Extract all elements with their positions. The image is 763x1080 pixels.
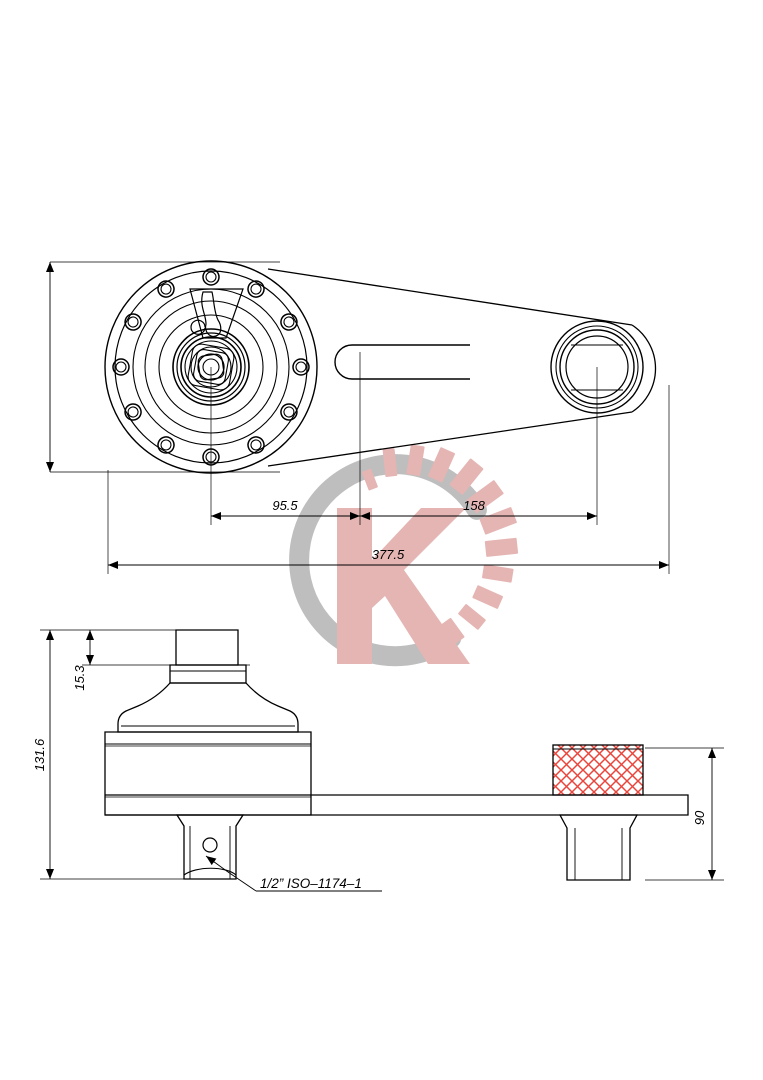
- watermark-letter-k: [337, 508, 470, 664]
- dim-131-6-label: 131.6: [32, 738, 47, 771]
- note-square-drive-label: 1/2” ISO–1174–1: [260, 876, 362, 891]
- dim-377-5: 377.5: [108, 547, 669, 569]
- plan-extension-lines: [50, 261, 670, 574]
- dim-95-5-label: 95.5: [272, 498, 298, 513]
- flange-bolt-circle: [112, 268, 310, 466]
- dim-15-3-label: 15.3: [72, 665, 87, 691]
- dim-90: 90: [692, 748, 716, 880]
- dim-131-6: 131.6: [32, 630, 54, 879]
- note-leader-line: [205, 855, 382, 892]
- watermark-k-logo: [289, 444, 519, 667]
- dim-15-3: 15.3: [72, 630, 94, 691]
- reaction-bar: [105, 794, 689, 816]
- hub-square-drive-detail: [187, 343, 235, 391]
- watermark-gray-arc: [289, 454, 487, 667]
- reversing-lever: [189, 288, 244, 339]
- knurled-knob: [552, 744, 644, 796]
- dim-95-5: 95.5: [211, 498, 360, 520]
- wrench-body-outline: [267, 268, 657, 467]
- output-socket-stub: [558, 814, 639, 881]
- square-drive-stub: [175, 814, 245, 880]
- dim-377-5-label: 377.5: [372, 547, 405, 562]
- arm-slot: [334, 344, 470, 380]
- note-square-drive: 1/2” ISO–1174–1: [205, 855, 382, 892]
- dim-90-label: 90: [692, 810, 707, 825]
- dim-158: 158: [360, 498, 597, 520]
- elevation-extension-lines: [40, 629, 724, 881]
- watermark-gear-teeth: [361, 444, 519, 650]
- dim-158-label: 158: [463, 498, 485, 513]
- head-assembly: [104, 629, 312, 816]
